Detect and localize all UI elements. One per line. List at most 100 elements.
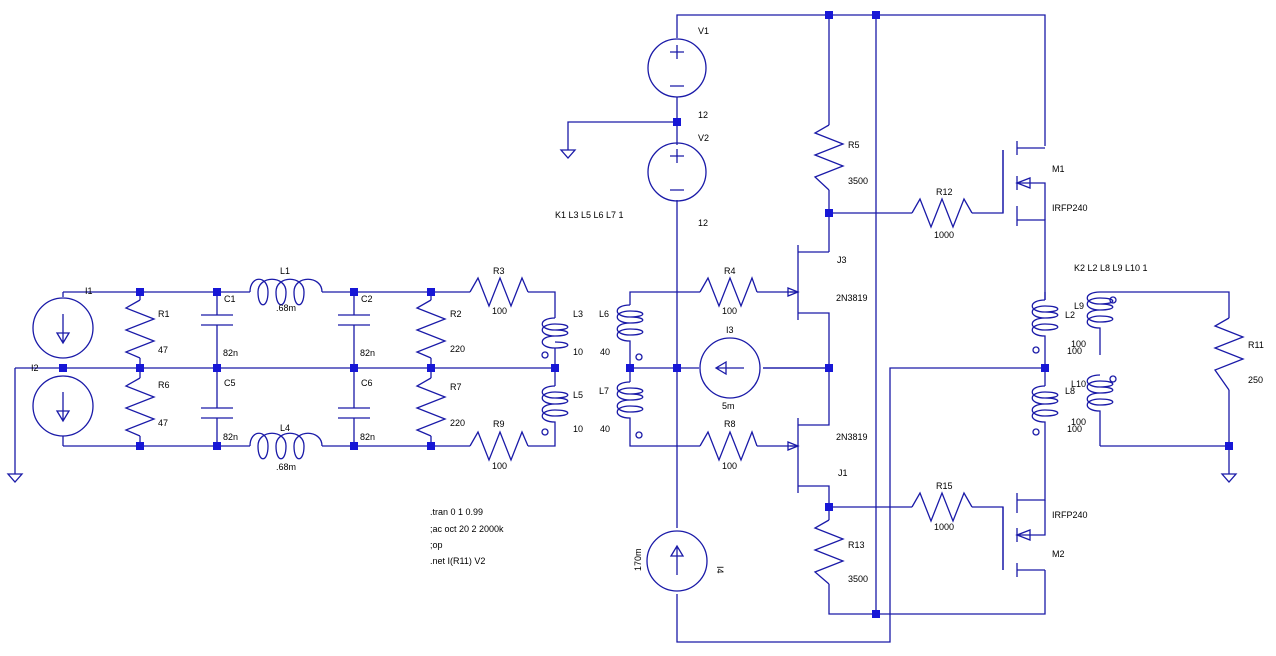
wire-l6-loop: [629, 291, 700, 447]
r3-name: R3: [493, 266, 505, 276]
resistor-r1: R1 47: [124, 299, 170, 359]
resistor-r4: R4 100: [699, 266, 758, 316]
capacitor-c6: C6 82n: [338, 378, 375, 442]
l9-name: L9: [1074, 301, 1084, 311]
r11-value: 250: [1248, 375, 1263, 385]
inductor-l2: L2 100: [1031, 299, 1082, 356]
l2-name: L2: [1065, 310, 1075, 320]
junction-dot: [825, 11, 833, 19]
c5-value: 82n: [223, 432, 238, 442]
resistor-r3: R3 100: [469, 266, 529, 316]
junction-dot: [136, 364, 144, 372]
wire-r15: [829, 506, 1004, 570]
m2-model: IRFP240: [1052, 510, 1088, 520]
wire-left-bottom-rail: [62, 428, 556, 447]
j1-name: J1: [838, 468, 848, 478]
c6-name: C6: [361, 378, 373, 388]
directive-ac: ;ac oct 20 2 2000k: [430, 524, 504, 534]
wire-r5-column: [763, 15, 1046, 615]
l8-value: 100: [1067, 424, 1082, 434]
wires: [14, 14, 1230, 643]
resistor-r8: R8 100: [699, 419, 758, 471]
l8-name: L8: [1065, 386, 1075, 396]
junction-dot: [213, 288, 221, 296]
m1-model: IRFP240: [1052, 203, 1088, 213]
current-source-i4: I4 170m: [633, 530, 725, 592]
junction-dot: [136, 288, 144, 296]
l4-name: L4: [280, 423, 290, 433]
wire-m2: [1017, 446, 1046, 571]
wire-out-transformer: [1044, 291, 1230, 474]
l4-value: .68m: [276, 462, 296, 472]
r6-name: R6: [158, 380, 170, 390]
r8-name: R8: [724, 419, 736, 429]
jfet-j1: 2N3819 J1: [787, 418, 868, 493]
coupling-k2: K2 L2 L8 L9 L10 1: [1074, 263, 1148, 273]
m1-name: M1: [1052, 164, 1065, 174]
r2-value: 220: [450, 344, 465, 354]
junction-dot: [59, 364, 67, 372]
ground-icon-v2: [559, 149, 577, 159]
junction-dot: [427, 442, 435, 450]
l7-value: 40: [600, 424, 610, 434]
i4-value: 170m: [633, 548, 643, 571]
capacitor-c2: C2 82n: [338, 294, 375, 358]
ground-symbols: [6, 149, 1238, 483]
resistor-r11: R11 250: [1213, 317, 1264, 391]
c1-value: 82n: [223, 348, 238, 358]
i3-value: 5m: [722, 401, 735, 411]
r8-value: 100: [722, 461, 737, 471]
c5-name: C5: [224, 378, 236, 388]
current-source-i2: I2: [31, 363, 94, 437]
spice-directives: .tran 0 1 0.99 ;ac oct 20 2 2000k ;op .n…: [430, 507, 504, 566]
l3-value: 10: [573, 347, 583, 357]
directive-tran: .tran 0 1 0.99: [430, 507, 483, 517]
junction-dot: [872, 610, 880, 618]
current-source-i1: I1: [32, 286, 94, 359]
junction-dot: [825, 364, 833, 372]
current-source-i3: I3 5m: [699, 325, 761, 411]
ground-icon-left: [6, 473, 24, 483]
c2-name: C2: [361, 294, 373, 304]
c1-name: C1: [224, 294, 236, 304]
l7-name: L7: [599, 386, 609, 396]
i2-name: I2: [31, 363, 39, 373]
ground-icon-r11: [1220, 473, 1238, 483]
r13-value: 3500: [848, 574, 868, 584]
jfet-j3: J3 2N3819: [787, 245, 868, 320]
resistor-r15: R15 1000: [911, 481, 973, 532]
l2-value: 100: [1067, 346, 1082, 356]
inductor-l7: L7 40: [599, 381, 644, 439]
v2-value: 12: [698, 218, 708, 228]
junction-dot: [626, 364, 634, 372]
junction-dot: [872, 11, 880, 19]
r9-value: 100: [492, 461, 507, 471]
inductor-l8: L8 100: [1031, 385, 1082, 436]
wire-left-mid-rail: [15, 353, 556, 386]
directive-net: .net I(R11) V2: [430, 556, 485, 566]
junction-dot: [350, 288, 358, 296]
l1-value: .68m: [276, 303, 296, 313]
voltage-source-v2: V2 12: [647, 133, 709, 228]
junction-dot: [427, 364, 435, 372]
m2-name: M2: [1052, 549, 1065, 559]
junction-dot: [136, 442, 144, 450]
r7-name: R7: [450, 382, 462, 392]
l3-name: L3: [573, 309, 583, 319]
v1-name: V1: [698, 26, 709, 36]
r4-value: 100: [722, 306, 737, 316]
r13-name: R13: [848, 540, 865, 550]
inductor-l10: L10 100: [1071, 374, 1117, 446]
capacitor-c1: C1 82n: [201, 294, 238, 358]
mosfet-m2: IRFP240 M2: [1002, 493, 1088, 577]
l10-name: L10: [1071, 379, 1086, 389]
voltage-source-v1: V1 12: [647, 26, 709, 120]
resistor-r7: R7 220: [415, 377, 465, 437]
r12-name: R12: [936, 187, 953, 197]
inductor-l5: L5 10: [541, 385, 583, 436]
resistor-r13: R13 3500: [813, 519, 868, 585]
junction-dot: [213, 364, 221, 372]
r5-value: 3500: [848, 176, 868, 186]
directive-op: ;op: [430, 540, 443, 550]
